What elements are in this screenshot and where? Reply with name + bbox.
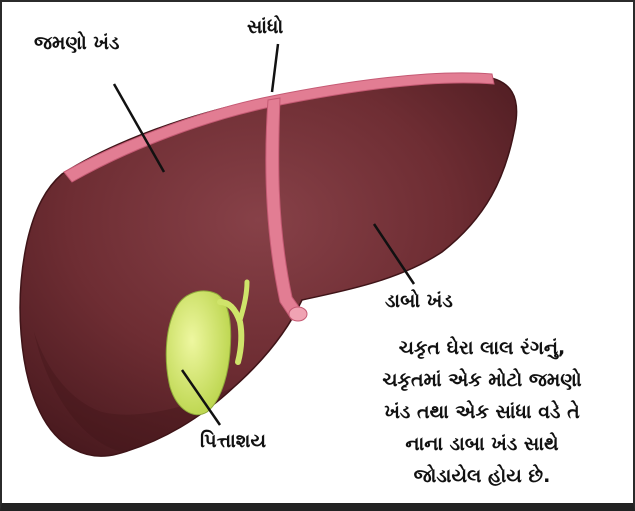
caption-line: ચકૃત ઘેરા લાલ રંગનું,	[332, 332, 632, 364]
leader-ligament	[272, 44, 278, 92]
label-ligament: સાંધો	[247, 16, 283, 38]
caption-line: જોડાયેલ હોય છે.	[332, 460, 632, 492]
caption: ચકૃત ઘેરા લાલ રંગનું, ચકૃતમાં એક મોટો જમ…	[332, 332, 632, 492]
label-right-lobe: જમણો ખંડ	[34, 32, 119, 54]
label-gallbladder: પિત્તાશય	[200, 430, 266, 452]
ligament-end	[289, 307, 307, 321]
caption-line: નાના ડાબા ખંડ સાથે	[332, 428, 632, 460]
caption-line: ખંડ તથા એક સાંધા વડે તે	[332, 396, 632, 428]
caption-line: ચકૃતમાં એક મોટો જમણો	[332, 364, 632, 396]
label-left-lobe: ડાબો ખંડ	[385, 290, 453, 312]
